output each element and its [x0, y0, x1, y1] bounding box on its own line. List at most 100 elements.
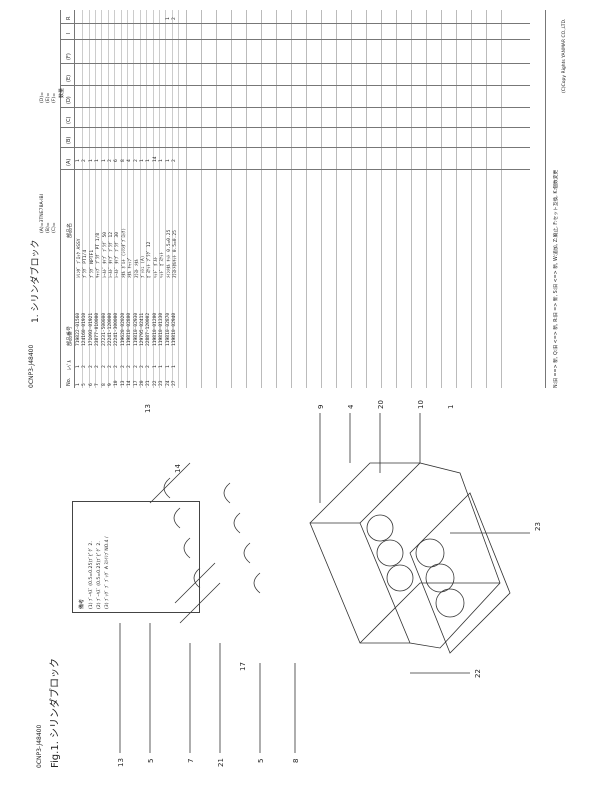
cell-lv: 1 — [165, 365, 171, 368]
cell-no: 23 — [159, 380, 165, 386]
cell-no: 7 — [95, 383, 101, 386]
header-qty-b: (B) — [66, 136, 72, 144]
cell-lv: 2 — [127, 365, 133, 368]
legend-b: (B)= — [46, 222, 51, 233]
header-no: No. — [66, 377, 72, 386]
cell-qty: 14 — [152, 156, 158, 162]
cell-no: 17 — [133, 380, 139, 386]
cell-no: 5 — [82, 383, 88, 386]
cell-part: 129795-02411 — [140, 312, 145, 346]
notes-line-3: (3) ﾌﾞｯｸﾞ ﾌﾞ ﾌﾞｯｸﾞ A ｽﾘｲﾘﾌﾞNO.4 / — [105, 536, 110, 609]
header-qty-f: (F) — [66, 53, 72, 60]
cell-no: 22 — [152, 380, 158, 386]
cylinder-block-drawing — [359, 462, 501, 649]
cell-no: 9 — [108, 383, 113, 386]
table-code: 0CNP3-J48400 — [28, 344, 35, 388]
header-qty-d: (D) — [66, 96, 72, 104]
cell-r: 1 — [165, 17, 171, 20]
cell-lv: 2 — [82, 365, 88, 368]
cell-qty: 2 — [133, 159, 139, 162]
legend-f: (F)= — [52, 92, 57, 103]
cell-qty: 4 — [127, 159, 133, 162]
cell-part: 119810-02930 — [133, 312, 139, 346]
callout-8: 8 — [292, 759, 300, 763]
cell-no: 13 — [120, 380, 126, 386]
cell-part: 22887-120002 — [146, 312, 152, 346]
cell-part: 22241-300000 — [114, 312, 120, 346]
notes-line-2: (2) ﾌﾞｰｷｽﾞ (0.5=0.25)ﾌﾞﾋﾟｸﾞ 2. — [97, 541, 102, 609]
callout-13b: 13 — [144, 404, 152, 413]
cell-no: 1 — [76, 383, 81, 386]
exploded-parts-diagram: 8 5 21 7 5 13 22 23 10 1 20 4 9 13 14 17 — [117, 400, 542, 767]
cell-name: ｼﾘﾝﾀﾞ ﾌﾞﾛｯｸ ASSY — [77, 238, 82, 278]
cell-lv: 2 — [120, 365, 126, 368]
legend-c: (C)= — [52, 222, 57, 233]
cell-qty: 1 — [159, 159, 165, 162]
cell-part: 124160-01910 — [82, 312, 88, 346]
main-bearing-cap-drawing — [223, 482, 261, 594]
callout-22: 22 — [474, 669, 482, 678]
cell-name: ﾒﾀﾙ ﾎﾞﾙﾄ (ｼﾘﾝﾀﾞﾌﾞﾛｯｸ) — [121, 227, 127, 278]
cell-lv: 1 — [159, 365, 165, 368]
cell-no: 24 — [165, 380, 171, 386]
cell-qty: 1 — [146, 159, 152, 162]
cell-name: ｷｬｯﾌﾟ ﾌﾟﾗｸﾞ PT 1/8 — [96, 232, 102, 278]
cell-lv: 1 — [172, 365, 177, 368]
cell-lv: 1 — [152, 365, 158, 368]
legend-a: (A)=3TNE78A-IBI — [40, 193, 45, 233]
cell-lv: 2 — [140, 365, 145, 368]
callout-7: 7 — [187, 759, 195, 763]
cell-lv: 1 — [76, 365, 81, 368]
cell-name: ｽﾗｽﾄ ﾒﾀﾙ — [134, 259, 140, 278]
header-level: ﾚﾍﾞﾙ — [67, 359, 73, 370]
callout-13: 13 — [117, 758, 125, 767]
cell-name: ｽﾗｽﾄﾒﾀﾙｷｯﾄ 0.5=0.25 — [173, 230, 178, 278]
cell-part: 27231-500000 — [101, 312, 107, 346]
table-title: 1. シリンダブロック — [31, 239, 41, 323]
cell-lv: 2 — [146, 365, 152, 368]
callout-1: 1 — [447, 405, 455, 409]
cell-lv: 2 — [114, 365, 120, 368]
cell-qty: 2 — [172, 159, 177, 162]
cell-lv: 2 — [108, 365, 113, 368]
cell-name: ﾌﾟﾗｸﾞ PT1/4 — [83, 249, 89, 278]
cell-no: 20 — [140, 380, 145, 386]
cell-part: 719822-01560 — [76, 312, 81, 346]
header-qty-e: (E) — [66, 74, 72, 82]
callout-21: 21 — [217, 758, 225, 767]
cell-no: 27 — [172, 380, 177, 386]
cell-part: 23877-010000 — [95, 312, 101, 346]
cell-name: ﾒｲﾝﾒﾀﾙ ｷｯﾄ 0.5=0.25 — [166, 229, 172, 278]
cell-no: 6 — [88, 383, 94, 386]
cell-lv: 2 — [88, 365, 94, 368]
legend-e: (E)= — [46, 92, 51, 103]
cell-part: 119620-02020 — [120, 312, 126, 346]
callout-23: 23 — [534, 522, 542, 531]
cell-name: ﾌﾞｯｼｭ (A) — [141, 255, 146, 278]
callout-5: 5 — [257, 759, 265, 763]
cell-name: ｼｰﾙﾄﾞ ﾀｲﾌﾟ ﾌﾞﾗｸﾞ 30 — [115, 232, 121, 278]
cell-name: ﾍｯﾄﾞ ﾎﾞﾙﾄ — [153, 256, 159, 278]
cell-qty: 8 — [120, 159, 126, 162]
header-qty: 数量 — [59, 87, 65, 98]
cell-part: 119810-01200 — [152, 312, 158, 346]
callout-9: 9 — [317, 405, 325, 409]
header-qty-a: (A) — [66, 158, 72, 166]
cell-r: 2 — [172, 17, 177, 20]
head-gasket-drawing — [409, 492, 511, 654]
header-part: 部品番号 — [67, 325, 73, 346]
cell-part: 119810-02870 — [165, 312, 171, 346]
cell-qty: 1 — [76, 159, 81, 162]
cell-lv: 2 — [95, 365, 101, 368]
legend-d: (D)= — [40, 92, 45, 103]
cell-qty: 1 — [88, 159, 94, 162]
cell-part: 171093-01921 — [88, 312, 94, 346]
cell-no: 14 — [127, 380, 133, 386]
cell-part: 119810-02940 — [172, 312, 177, 346]
callout-17: 17 — [239, 662, 247, 671]
header-qty-c: (C) — [66, 116, 72, 124]
cell-name: ｼｰﾙﾄﾞ ﾀｲﾌﾟ ﾌﾞﾗｸﾞ 12 — [109, 232, 114, 278]
notes-heading: 備考 — [79, 598, 85, 609]
